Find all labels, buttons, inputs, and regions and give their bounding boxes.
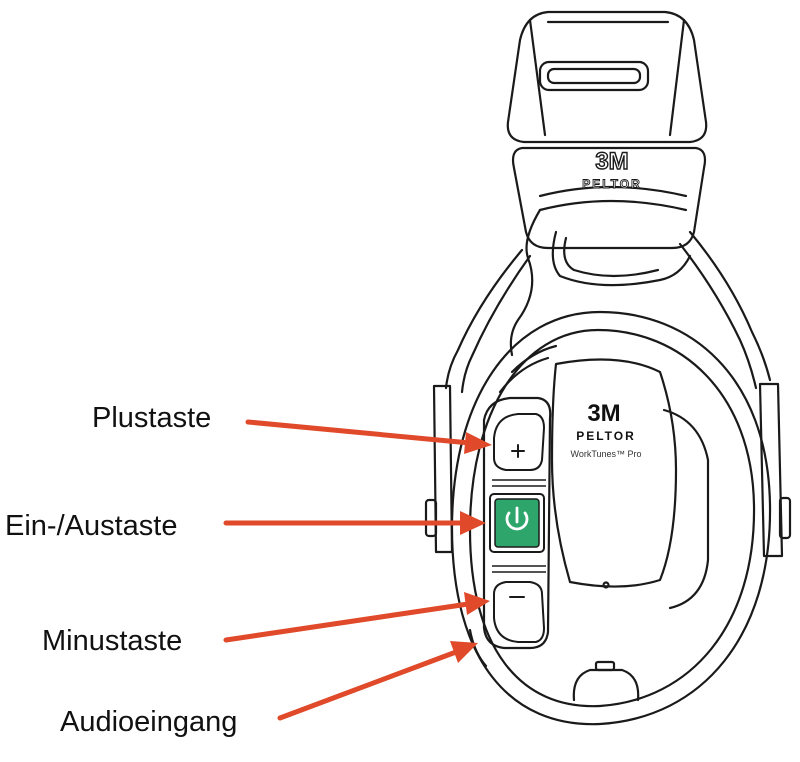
arrow-plus — [245, 419, 492, 454]
headband-subbrand: PELTOR — [582, 177, 642, 191]
wire-arms — [444, 208, 772, 394]
headband-connector — [511, 146, 707, 250]
minus-button[interactable] — [493, 581, 546, 643]
power-button[interactable] — [489, 493, 545, 553]
cup-subbrand: PELTOR — [576, 429, 636, 443]
label-plus-button: Plustaste — [92, 402, 212, 434]
headband-brand: 3M — [595, 148, 628, 175]
headband-pad — [506, 10, 708, 144]
label-audio-input: Audioeingang — [60, 706, 238, 738]
arrow-audio — [277, 641, 478, 721]
cup-model: WorkTunes™ Pro — [570, 449, 641, 459]
button-dividers — [492, 479, 546, 573]
power-icon — [505, 506, 529, 531]
callout-arrows — [223, 419, 492, 721]
label-minus-button: Minustaste — [42, 625, 183, 657]
cup-brand: 3M — [587, 400, 620, 427]
button-housing — [482, 396, 552, 650]
plus-icon — [511, 444, 525, 458]
plus-button[interactable] — [493, 413, 546, 471]
right-side-clip — [758, 382, 792, 558]
ear-cup — [450, 310, 772, 726]
arrow-minus — [223, 592, 490, 643]
arrow-power — [223, 511, 486, 535]
label-power-button: Ein-/Austaste — [5, 510, 178, 542]
left-side-clip — [424, 384, 454, 554]
